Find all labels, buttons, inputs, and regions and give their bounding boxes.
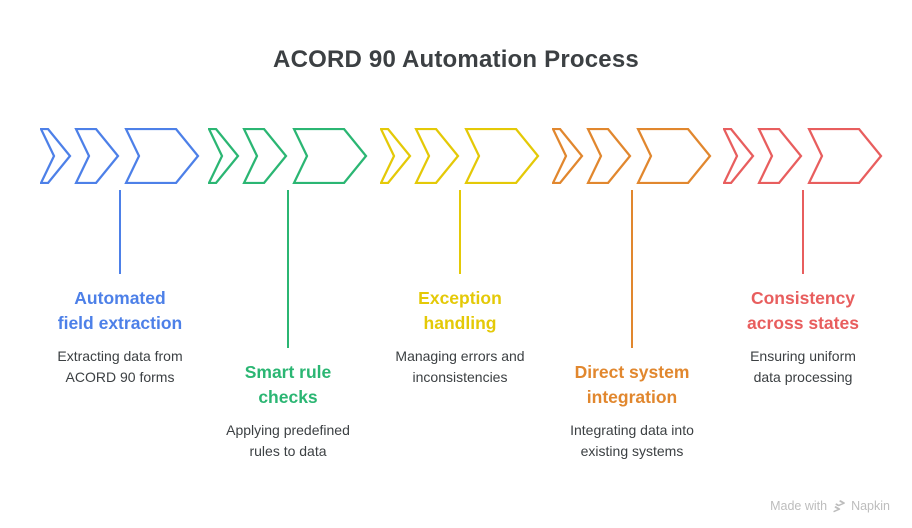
connector-line bbox=[459, 190, 461, 274]
connector-line bbox=[119, 190, 121, 274]
chevron-arrows-icon bbox=[723, 128, 883, 184]
step-description: Extracting data from ACORD 90 forms bbox=[57, 348, 183, 385]
step-column-2: Smart rule checks Applying predefined ru… bbox=[203, 0, 373, 528]
step-column-3: Exception handling Managing errors and i… bbox=[375, 0, 545, 528]
watermark-brand: Napkin bbox=[851, 499, 890, 513]
step-description: Managing errors and inconsistencies bbox=[395, 348, 525, 385]
step-description: Applying predefined rules to data bbox=[226, 422, 350, 459]
step-column-5: Consistency across states Ensuring unifo… bbox=[718, 0, 888, 528]
connector-line bbox=[631, 190, 633, 348]
step-heading: Smart rule checks bbox=[244, 362, 332, 407]
chevron-arrows-icon bbox=[40, 128, 200, 184]
napkin-logo-icon bbox=[833, 499, 845, 512]
chevron-arrows-icon bbox=[552, 128, 712, 184]
page-title: ACORD 90 Automation Process bbox=[273, 46, 639, 73]
connector-line bbox=[287, 190, 289, 348]
watermark-prefix: Made with bbox=[770, 499, 828, 513]
step-description: Integrating data into existing systems bbox=[570, 422, 694, 459]
step-column-1: Automated field extraction Extracting da… bbox=[35, 0, 205, 528]
step-column-4: Direct system integration Integrating da… bbox=[547, 0, 717, 528]
step-heading: Automated field extraction bbox=[57, 288, 183, 333]
step-heading: Direct system integration bbox=[574, 362, 690, 407]
chevron-arrows-icon bbox=[208, 128, 368, 184]
step-heading: Exception handling bbox=[418, 288, 502, 333]
watermark: Made with Napkin bbox=[770, 499, 890, 513]
chevron-arrows-icon bbox=[380, 128, 540, 184]
connector-line bbox=[802, 190, 804, 274]
step-description: Ensuring uniform data processing bbox=[750, 348, 856, 385]
step-heading: Consistency across states bbox=[747, 288, 859, 333]
